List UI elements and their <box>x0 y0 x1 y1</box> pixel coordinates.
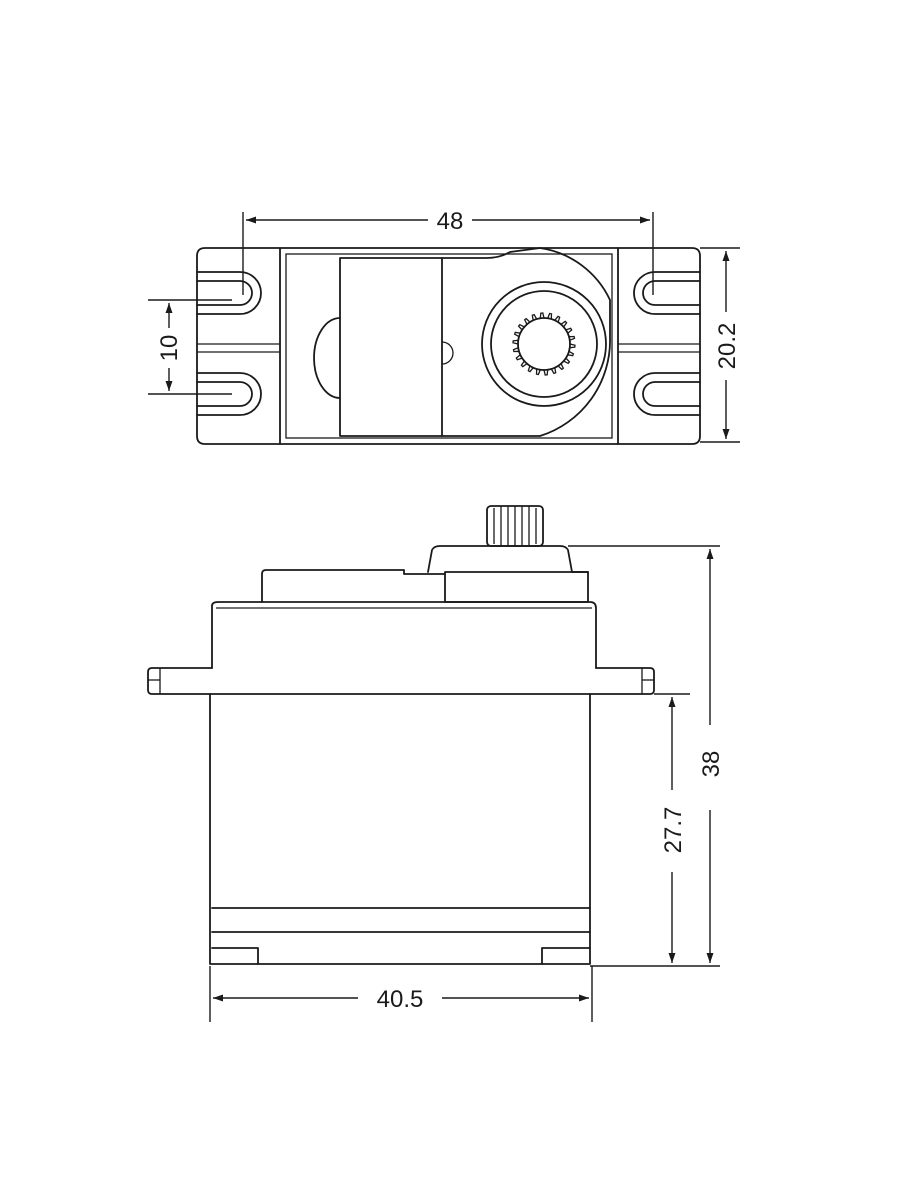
gear-boss <box>427 545 573 573</box>
body-height-dimension: 27.7 <box>654 693 690 963</box>
top-height-label: 20.2 <box>714 323 741 370</box>
gear-housing <box>444 571 589 603</box>
top-width-dimension: 48 <box>242 208 654 295</box>
output-boss-outer <box>481 281 607 407</box>
left-lower-slot <box>196 381 253 407</box>
cover-plate <box>339 247 611 437</box>
left-foot <box>211 947 259 965</box>
output-boss-inner <box>490 290 598 398</box>
right-lower-slot <box>642 381 701 407</box>
side-view <box>147 505 655 965</box>
left-upper-notch <box>196 271 262 315</box>
left-mounting-tab <box>196 247 281 445</box>
total-height-dimension: 38 <box>568 545 725 967</box>
top-view <box>196 247 701 445</box>
left-lower-notch <box>196 372 262 416</box>
total-height-label: 38 <box>698 751 725 778</box>
left-upper-slot <box>196 280 253 306</box>
right-mounting-tab <box>617 247 701 445</box>
body-height-label: 27.7 <box>660 807 687 854</box>
main-body <box>209 693 591 965</box>
output-spline <box>486 505 544 547</box>
hole-spacing-dimension: 10 <box>148 299 232 395</box>
spline-tooth-ring <box>512 312 576 376</box>
case-outline <box>279 247 619 445</box>
right-lower-notch <box>633 372 701 416</box>
right-upper-notch <box>633 271 701 315</box>
top-cover-band <box>211 601 597 669</box>
hole-spacing-label: 10 <box>156 335 183 362</box>
case-inner-outline <box>285 253 613 439</box>
top-height-dimension: 20.2 <box>700 247 741 443</box>
top-cover-raised <box>261 569 446 603</box>
mounting-flange <box>147 667 655 695</box>
spline-teeth <box>512 312 576 376</box>
motor-bump <box>313 317 341 399</box>
right-upper-slot <box>642 280 701 306</box>
right-foot <box>541 947 591 965</box>
top-width-label: 48 <box>437 208 464 235</box>
body-width-label: 40.5 <box>377 986 424 1013</box>
body-width-dimension: 40.5 <box>209 966 593 1022</box>
